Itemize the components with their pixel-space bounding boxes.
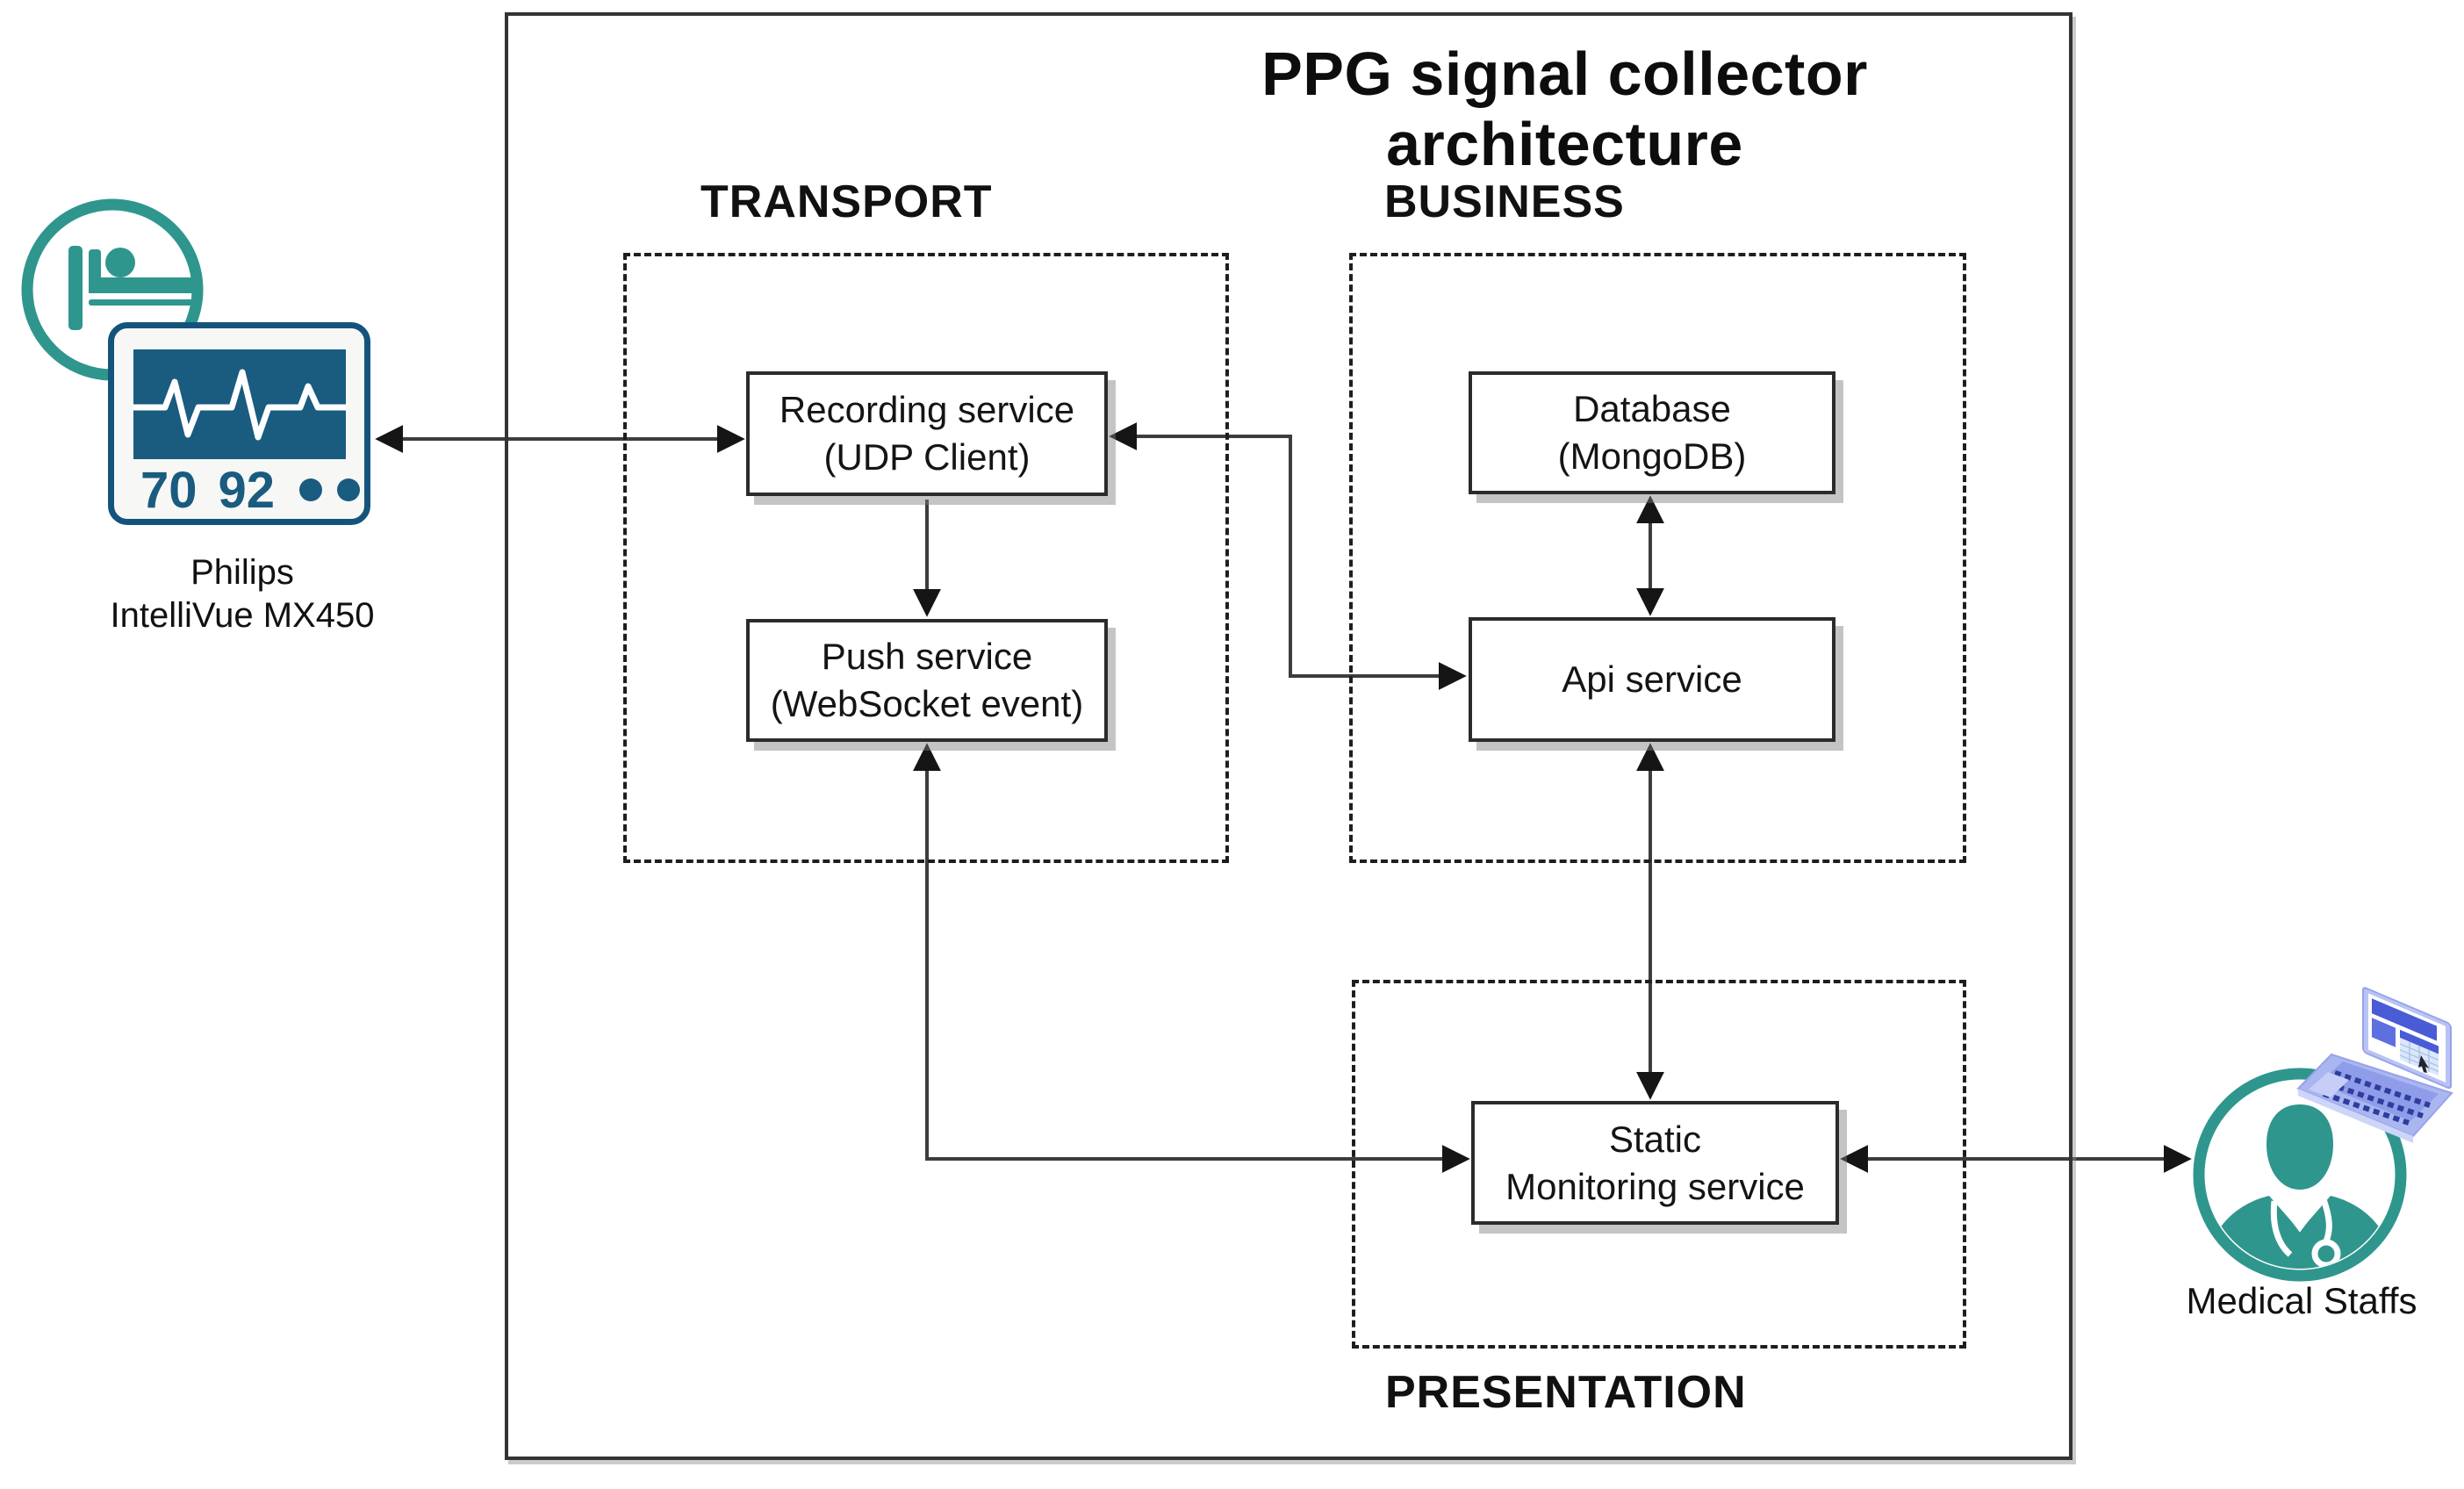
patient-monitor-label-line1: Philips [190,553,294,592]
heart-rate-value: 70 [140,461,198,519]
connector-recording-api [1109,422,1467,690]
patient-monitor-icon: 70 92 [108,322,370,525]
monitor-readings: 70 92 [140,462,360,519]
transport-section-label: TRANSPORT [700,176,993,227]
laptop-icon [2296,987,2453,1143]
node-api-service: Api service [1469,617,1835,742]
transport-section-box [623,253,1229,863]
node-label: Recording service [779,389,1075,430]
doctor-icon [2193,1068,2407,1282]
spo2-value: 92 [218,461,275,519]
monitor-screen [130,349,349,459]
node-recording-service: Recording service (UDP Client) [746,371,1108,496]
status-dots [299,478,360,501]
node-sublabel: Monitoring service [1505,1165,1805,1207]
node-database: Database (MongoDB) [1469,371,1835,494]
node-sublabel: (WebSocket event) [770,683,1084,724]
node-label: Push service [821,636,1033,677]
node-sublabel: (MongoDB) [1557,435,1747,477]
status-dot [337,478,360,501]
patient-monitor-label: Philips IntelliVue MX450 [67,551,418,637]
status-dot [299,478,322,501]
system-boundary-box [505,12,2072,1460]
patient-monitor-label-line2: IntelliVue MX450 [110,596,375,635]
diagram-title: PPG signal collector architecture [1261,40,1868,178]
node-label: Static [1608,1118,1702,1160]
presentation-section-label: PRESENTATION [1385,1367,1747,1418]
medical-staffs-label: Medical Staffs [2186,1280,2417,1321]
business-section-label: BUSINESS [1384,176,1625,227]
connector-push-static [913,743,1470,1173]
presentation-section-box [1352,980,1966,1349]
node-static-monitoring-service: Static Monitoring service [1471,1101,1839,1225]
business-section-box [1349,253,1966,863]
ecg-waveform-icon [130,369,349,441]
node-label: Database [1573,388,1731,429]
node-push-service: Push service (WebSocket event) [746,619,1108,742]
node-label: Api service [1562,658,1742,700]
node-sublabel: (UDP Client) [823,436,1031,478]
